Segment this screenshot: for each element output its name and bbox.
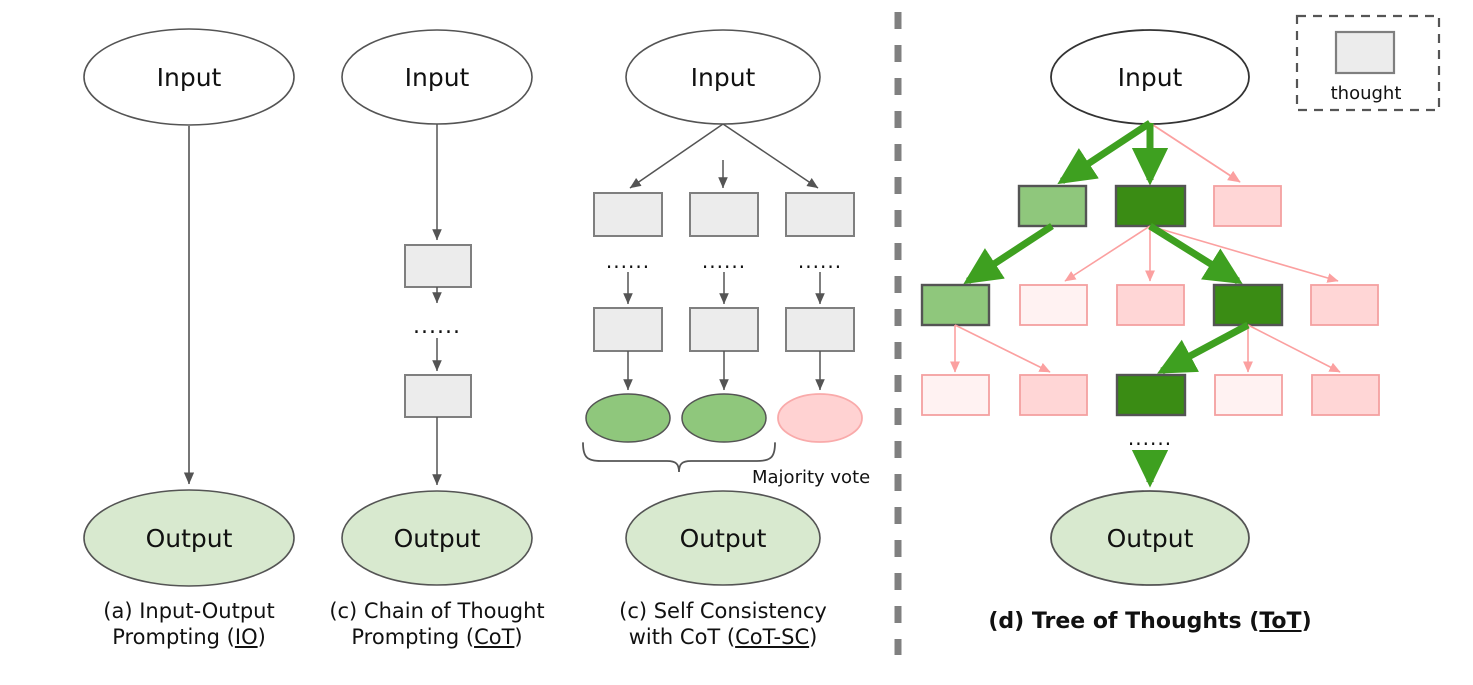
cot-output-label: Output xyxy=(394,524,481,553)
tot-edge-pink xyxy=(1247,324,1341,373)
tot-edge-green-bold xyxy=(1157,321,1250,375)
tot-thought-node-pink xyxy=(1311,374,1380,416)
cotsc-input-label: Input xyxy=(691,63,756,92)
tot-thought-node-green-light xyxy=(1017,184,1088,228)
cot-ellipsis: ...... xyxy=(413,314,461,339)
cotsc-thought-box xyxy=(593,192,663,237)
caption-io: (a) Input-Output Prompting (IO) xyxy=(64,598,314,651)
cotsc-thought-box xyxy=(785,307,855,352)
tot-edge-green-bold xyxy=(963,223,1054,285)
tot-thought-node-pink-pale xyxy=(1019,284,1088,326)
caption-io-line2-pre: Prompting ( xyxy=(112,625,235,650)
tot-thought-node-pink xyxy=(1019,374,1088,416)
caption-cot-abbr: CoT xyxy=(474,625,515,650)
cot-input-label: Input xyxy=(405,63,470,92)
cot-thought-box-2 xyxy=(404,374,472,418)
tot-edge-green-bold xyxy=(1057,120,1152,185)
cotsc-thought-box xyxy=(785,192,855,237)
caption-cot: (c) Chain of Thought Prompting (CoT) xyxy=(312,598,562,651)
tot-thought-node-green-light xyxy=(920,283,991,327)
io-output-label: Output xyxy=(146,524,233,553)
cotsc-fan-arrow-right xyxy=(722,123,819,189)
tot-edge-green-bold xyxy=(1148,223,1243,284)
caption-cotsc-abbr: CoT-SC xyxy=(735,625,810,650)
tot-thought-node-pink-pale xyxy=(921,374,990,416)
io-output-node xyxy=(83,489,295,587)
caption-io-abbr: IO xyxy=(234,625,258,650)
tot-thought-node-green-dark xyxy=(1114,184,1187,228)
tot-output-label: Output xyxy=(1107,524,1194,553)
cotsc-majority-brace xyxy=(582,442,776,473)
caption-tot-abbr: ToT xyxy=(1259,609,1302,634)
caption-io-line2: Prompting (IO) xyxy=(64,624,314,650)
caption-cotsc-line2: with CoT (CoT-SC) xyxy=(598,624,848,650)
tot-edge-pink xyxy=(1149,122,1241,183)
cotsc-thought-box xyxy=(593,307,663,352)
caption-io-line2-post: ) xyxy=(257,625,266,650)
panel-io: Input Output xyxy=(83,28,295,587)
caption-io-line1: (a) Input-Output xyxy=(103,599,275,623)
cotsc-fan-arrow-left xyxy=(629,123,724,189)
tot-edge-pink xyxy=(1064,225,1151,282)
caption-cot-line2-post: ) xyxy=(514,625,523,650)
tot-input-label: Input xyxy=(1118,63,1183,92)
caption-cotsc-line2-pre: with CoT ( xyxy=(628,625,736,650)
panel-cot: Input ...... Output xyxy=(341,29,533,586)
tot-edge-pink xyxy=(1149,225,1339,283)
legend: thought xyxy=(1295,14,1441,112)
caption-cot-line2-pre: Prompting ( xyxy=(351,625,475,650)
tot-thought-node-pink xyxy=(1116,284,1185,326)
cotsc-output-label: Output xyxy=(680,524,767,553)
caption-tot-pre: (d) Tree of Thoughts ( xyxy=(988,609,1260,634)
panel-cotsc: Input ...... ...... ...... xyxy=(582,29,870,586)
cotsc-thought-box xyxy=(689,192,759,237)
cotsc-output-node xyxy=(625,490,821,586)
legend-thought-label: thought xyxy=(1331,83,1402,104)
caption-cot-line1: (c) Chain of Thought xyxy=(329,599,545,623)
io-input-label: Input xyxy=(157,63,222,92)
cot-output-node xyxy=(341,490,533,586)
tot-thought-node-pink xyxy=(1213,185,1282,227)
cotsc-ellipsis: ...... xyxy=(606,249,650,273)
tot-thought-node-green-dark xyxy=(1115,373,1187,417)
cotsc-thought-box xyxy=(689,307,759,352)
cotsc-result-oval-pink xyxy=(777,393,863,443)
tot-edge-pink xyxy=(954,324,1051,373)
tot-thought-node-pink-pale xyxy=(1214,374,1283,416)
caption-cotsc: (c) Self Consistency with CoT (CoT-SC) xyxy=(598,598,848,651)
tot-ellipsis: ...... xyxy=(1128,426,1172,450)
io-input-node xyxy=(83,28,295,126)
tot-thought-node-pink xyxy=(1310,284,1379,326)
legend-thought-swatch xyxy=(1334,30,1396,75)
cotsc-ellipsis: ...... xyxy=(702,249,746,273)
caption-cot-line2: Prompting (CoT) xyxy=(312,624,562,650)
cot-thought-box-1 xyxy=(404,244,472,288)
tot-output-node xyxy=(1050,490,1250,586)
caption-cotsc-line2-post: ) xyxy=(809,625,818,650)
caption-cotsc-line1: (c) Self Consistency xyxy=(619,599,827,623)
caption-tot-line: (d) Tree of Thoughts (ToT) xyxy=(975,608,1325,636)
caption-tot-post: ) xyxy=(1301,609,1312,634)
cotsc-majority-vote-label: Majority vote xyxy=(752,467,870,488)
panel-tot: Input xyxy=(920,29,1380,586)
cotsc-result-oval-green xyxy=(585,393,671,443)
caption-tot: (d) Tree of Thoughts (ToT) xyxy=(975,608,1325,636)
tot-thought-node-green-dark xyxy=(1212,283,1284,327)
cotsc-ellipsis: ...... xyxy=(798,249,842,273)
cotsc-result-oval-green xyxy=(681,393,767,443)
